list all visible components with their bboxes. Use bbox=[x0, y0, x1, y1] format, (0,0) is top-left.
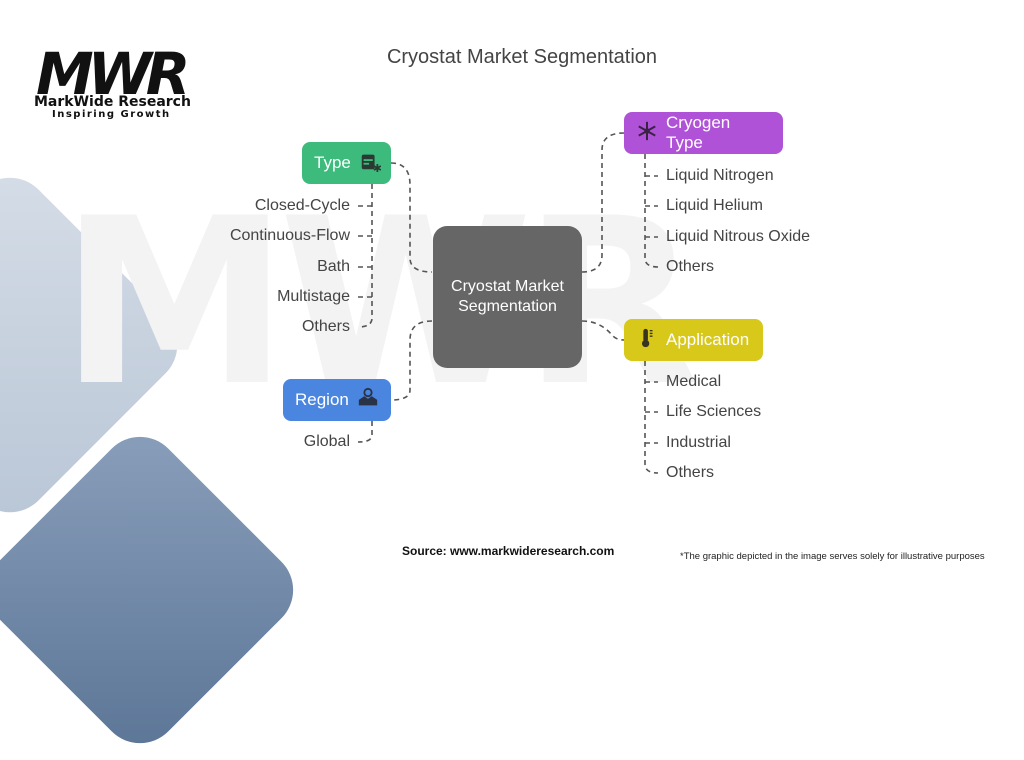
type-item: Multistage bbox=[277, 288, 350, 305]
disclaimer-text: *The graphic depicted in the image serve… bbox=[680, 551, 985, 562]
center-node: Cryostat Market Segmentation bbox=[433, 226, 582, 368]
cryogen-item: Others bbox=[666, 258, 715, 275]
region-item: Global bbox=[303, 433, 350, 450]
type-item: Closed-Cycle bbox=[254, 197, 350, 214]
handshake-icon bbox=[357, 387, 379, 414]
connector-region-item bbox=[357, 421, 373, 443]
logo-name: MarkWide Research bbox=[34, 94, 191, 110]
connector-lines bbox=[357, 132, 659, 474]
cryostat-icon: ✱ bbox=[359, 150, 382, 177]
application-item: Life Sciences bbox=[666, 403, 762, 420]
connector-cryogen-items bbox=[644, 154, 659, 268]
connector-type-center bbox=[390, 162, 433, 273]
category-cryogen-type: Cryogen Type bbox=[624, 112, 783, 154]
page-title: Cryostat Market Segmentation bbox=[386, 46, 658, 68]
category-application-label: Application bbox=[666, 330, 750, 349]
application-item: Industrial bbox=[666, 434, 731, 451]
category-type: Type ✱ bbox=[302, 142, 391, 184]
type-item: Others bbox=[301, 318, 350, 335]
cryogen-item: Liquid Nitrous Oxide bbox=[666, 228, 811, 245]
application-item: Medical bbox=[666, 373, 722, 390]
svg-text:✱: ✱ bbox=[373, 162, 381, 172]
snowflake-icon bbox=[636, 120, 658, 147]
application-item: Others bbox=[666, 464, 715, 481]
logo-mark: MWR bbox=[36, 40, 190, 108]
category-application: Application bbox=[624, 319, 763, 361]
connector-application-items bbox=[644, 361, 659, 474]
category-region: Region bbox=[283, 379, 391, 421]
connector-center-region bbox=[390, 320, 433, 401]
category-region-label: Region bbox=[295, 390, 349, 409]
logo-tagline: Inspiring Growth bbox=[52, 109, 171, 120]
category-type-label: Type bbox=[314, 153, 351, 172]
connector-center-cryogen bbox=[581, 132, 625, 273]
connector-center-application bbox=[581, 320, 625, 341]
category-cryogen-label: Cryogen Type bbox=[666, 113, 731, 152]
source-text: Source: www.markwideresearch.com bbox=[402, 544, 615, 558]
type-item: Continuous-Flow bbox=[229, 227, 350, 244]
type-item: Bath bbox=[317, 258, 350, 275]
cryogen-item: Liquid Nitrogen bbox=[666, 167, 774, 184]
cryogen-item: Liquid Helium bbox=[666, 197, 763, 214]
thermometer-icon bbox=[636, 327, 658, 354]
